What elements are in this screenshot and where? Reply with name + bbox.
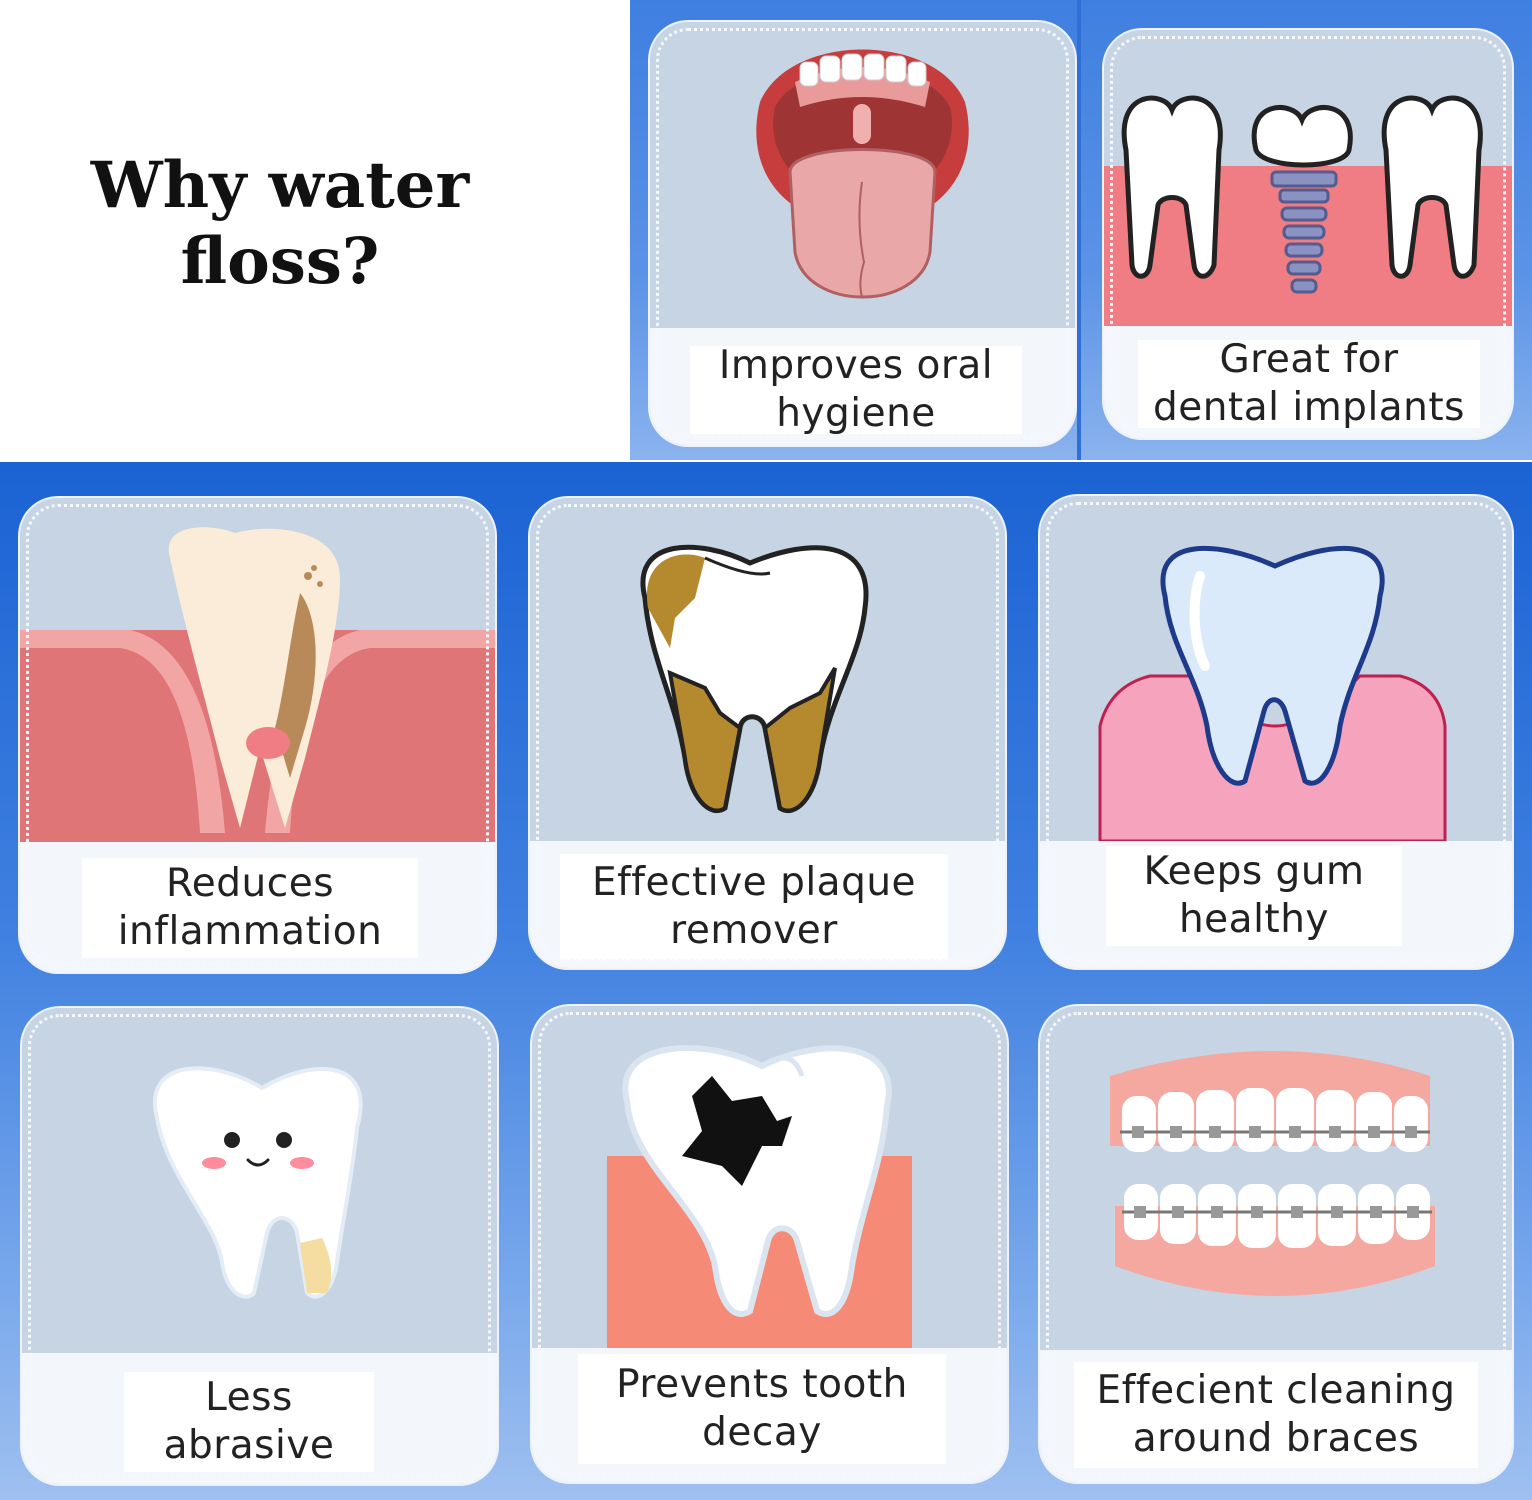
card-less-abrasive: Less abrasive: [22, 1008, 497, 1484]
panel-seam: [1077, 0, 1081, 460]
card-dental-implants: Great for dental implants: [1104, 30, 1512, 438]
smiling-tooth-icon: [22, 1008, 497, 1353]
healthy-tooth-gum-icon: [1040, 496, 1512, 841]
card-reduces-inflammation: Reduces inflammation: [20, 498, 495, 972]
card-braces-cleaning: Effecient cleaning around braces: [1040, 1006, 1512, 1482]
card-prevents-decay: Prevents tooth decay: [532, 1006, 1007, 1482]
open-mouth-tongue-icon: [650, 22, 1075, 328]
dental-implant-icon: [1104, 30, 1512, 326]
card-label: Less abrasive: [124, 1372, 374, 1472]
card-label: Great for dental implants: [1138, 337, 1480, 430]
card-oral-hygiene: Improves oral hygiene: [650, 22, 1075, 445]
card-label: Improves oral hygiene: [690, 343, 1022, 436]
card-label: Reduces inflammation: [82, 858, 418, 958]
decayed-tooth-icon: [532, 1006, 1007, 1348]
card-plaque-remover: Effective plaque remover: [530, 498, 1005, 968]
card-label: Effecient cleaning around braces: [1074, 1362, 1478, 1468]
card-gum-healthy: Keeps gum healthy: [1040, 496, 1512, 968]
card-label: Keeps gum healthy: [1106, 846, 1402, 946]
headline: Why water floss?: [90, 148, 470, 299]
card-label: Effective plaque remover: [560, 854, 948, 960]
braces-teeth-icon: [1040, 1006, 1512, 1350]
card-label: Prevents tooth decay: [578, 1354, 946, 1464]
inflamed-gum-tooth-icon: [20, 498, 495, 842]
plaque-tooth-icon: [530, 498, 1005, 841]
